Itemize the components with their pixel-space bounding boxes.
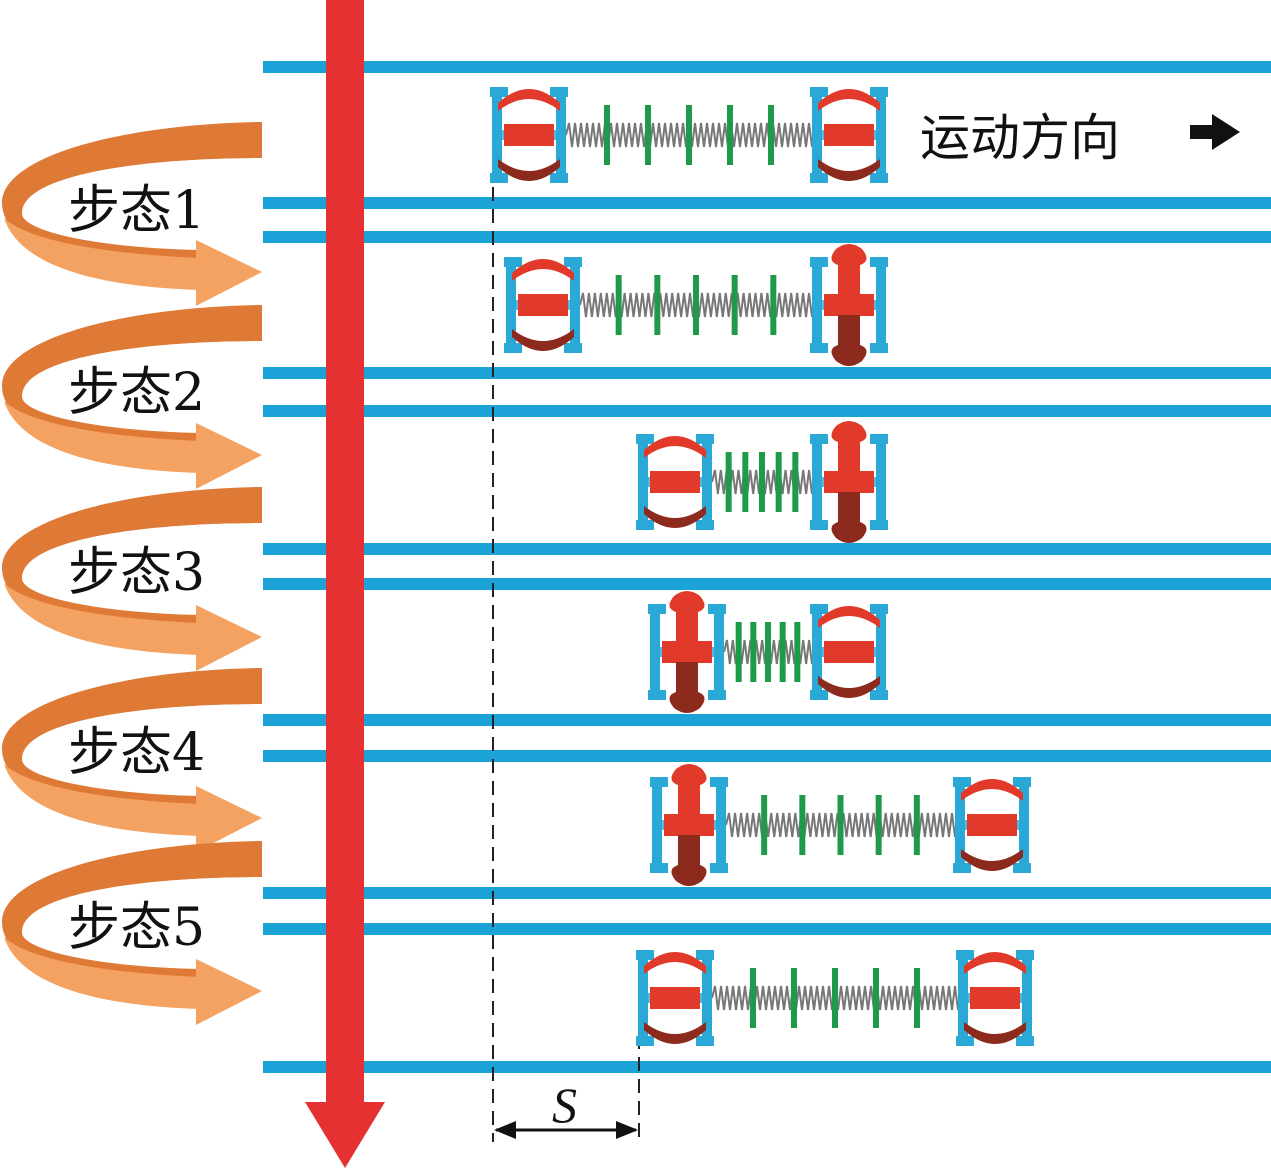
- robots: [490, 87, 1034, 1046]
- pipe-wall-line: [263, 714, 1271, 726]
- rotation-spiral-icon: [1, 305, 262, 489]
- robot: [648, 591, 888, 713]
- pipe-wall-line: [263, 578, 1271, 590]
- pipe-wall-line: [263, 1061, 1271, 1073]
- pipe-wall-line: [263, 61, 1271, 73]
- gait-label: 步态4: [68, 723, 205, 783]
- rotation-spiral-icon: [1, 668, 262, 852]
- robot: [636, 421, 888, 543]
- distance-dimension: S: [494, 1077, 638, 1139]
- direction-arrow-icon: [1190, 114, 1240, 150]
- robot: [504, 244, 888, 366]
- pipe-wall-line: [263, 750, 1271, 762]
- robot: [650, 764, 1031, 886]
- pipe-wall-line: [263, 197, 1271, 209]
- gait-labels: 步态1 步态2 步态3 步态4 步态5: [68, 181, 205, 958]
- time-arrow: [305, 0, 385, 1168]
- pipe-wall-line: [263, 231, 1271, 243]
- gait-label: 步态3: [68, 543, 205, 603]
- gait-label: 步态2: [68, 363, 205, 423]
- rotation-spiral-icon: [1, 122, 262, 306]
- pipe-walls: [263, 61, 1271, 1073]
- pipe-wall-line: [263, 367, 1271, 379]
- gait-label: 步态5: [68, 898, 205, 958]
- rotation-spirals: [1, 122, 262, 1025]
- robot: [636, 950, 1034, 1046]
- rotation-spiral-icon: [1, 487, 262, 671]
- pipe-wall-line: [263, 405, 1271, 417]
- rotation-spiral-icon: [1, 841, 262, 1025]
- pipe-wall-line: [263, 887, 1271, 899]
- robot: [490, 87, 888, 183]
- gait-label: 步态1: [68, 181, 205, 241]
- pipe-wall-line: [263, 543, 1271, 555]
- distance-label: S: [552, 1077, 577, 1133]
- pipe-wall-line: [263, 923, 1271, 935]
- direction-label: 运动方向: [920, 109, 1120, 167]
